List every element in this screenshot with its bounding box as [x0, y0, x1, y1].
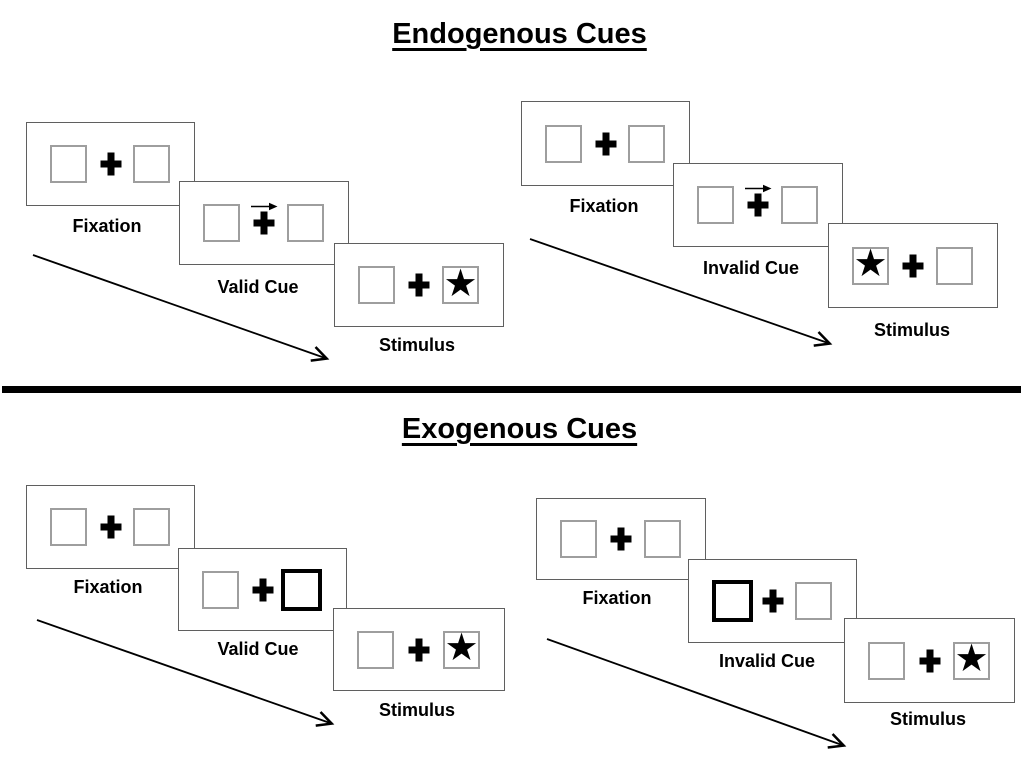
fixation-cross-icon [100, 152, 121, 176]
right-box: ★ [953, 638, 990, 680]
valid-cue-panel [179, 181, 349, 265]
left-box [697, 186, 734, 224]
right-box [936, 246, 973, 285]
right-box: ★ [443, 627, 480, 669]
fixation-panel [26, 122, 195, 206]
section-title-exogenous: Exogenous Cues [401, 413, 638, 445]
left-box-cue-highlight [712, 580, 753, 622]
right-box [628, 124, 665, 163]
cue-arrow-icon [745, 184, 772, 193]
left-box [357, 630, 394, 669]
panel-label: Fixation [582, 588, 652, 608]
fixation-cross-icon [595, 132, 616, 155]
fixation-panel [521, 101, 690, 186]
star-icon: ★ [954, 638, 989, 680]
right-box-cue-highlight [281, 568, 322, 611]
fixation-panel [536, 498, 706, 580]
star-icon: ★ [443, 262, 478, 305]
left-box: ★ [852, 243, 889, 285]
panel-label: Stimulus [378, 335, 455, 355]
star-icon: ★ [853, 243, 888, 285]
time-arrow [529, 238, 833, 347]
fixation-cross-icon [408, 273, 430, 297]
left-box [50, 508, 87, 546]
panel-label: Stimulus [873, 320, 950, 340]
stimulus-panel: ★ [333, 608, 505, 691]
time-arrow [546, 638, 847, 749]
star-icon: ★ [444, 627, 479, 669]
panel-label: Stimulus [889, 709, 966, 729]
fixation-cross-icon [919, 649, 940, 672]
left-box [203, 204, 240, 242]
fixation-cross-icon [747, 193, 769, 217]
right-box [287, 204, 324, 242]
left-box [545, 124, 582, 163]
right-box [644, 520, 681, 558]
panel-label: Invalid Cue [702, 258, 800, 278]
right-box [795, 582, 832, 620]
stimulus-panel: ★ [334, 243, 504, 327]
time-arrow [36, 619, 335, 727]
left-box [50, 145, 87, 183]
panel-label: Stimulus [378, 700, 455, 720]
panel-label: Invalid Cue [718, 651, 816, 671]
fixation-cross-icon [252, 578, 273, 601]
left-box [868, 641, 905, 680]
fixation-cross-icon [100, 515, 121, 539]
time-arrow [32, 254, 330, 362]
cue-arrow-icon [251, 202, 278, 211]
panel-label: Valid Cue [217, 277, 299, 297]
fixation-cross-icon [408, 638, 430, 661]
stimulus-panel: ★ [844, 618, 1015, 703]
fixation-cross-icon [902, 254, 924, 277]
right-box [133, 145, 170, 183]
panel-label: Fixation [72, 216, 142, 236]
panel-label: Fixation [73, 577, 143, 597]
fixation-cross-icon [610, 527, 632, 551]
stimulus-panel: ★ [828, 223, 998, 308]
panel-label: Fixation [569, 196, 639, 216]
right-box [133, 508, 170, 546]
section-divider [2, 386, 1021, 393]
fixation-panel [26, 485, 195, 569]
panel-label: Valid Cue [217, 639, 299, 659]
fixation-cross-icon [762, 589, 783, 613]
left-box [358, 266, 395, 304]
section-title-endogenous: Endogenous Cues [392, 18, 647, 50]
valid-cue-panel [178, 548, 347, 631]
invalid-cue-panel [688, 559, 857, 643]
left-box [202, 570, 239, 609]
right-box [781, 186, 818, 224]
invalid-cue-panel [673, 163, 843, 247]
right-box: ★ [442, 262, 479, 305]
left-box [560, 520, 597, 558]
fixation-cross-icon [253, 211, 275, 235]
